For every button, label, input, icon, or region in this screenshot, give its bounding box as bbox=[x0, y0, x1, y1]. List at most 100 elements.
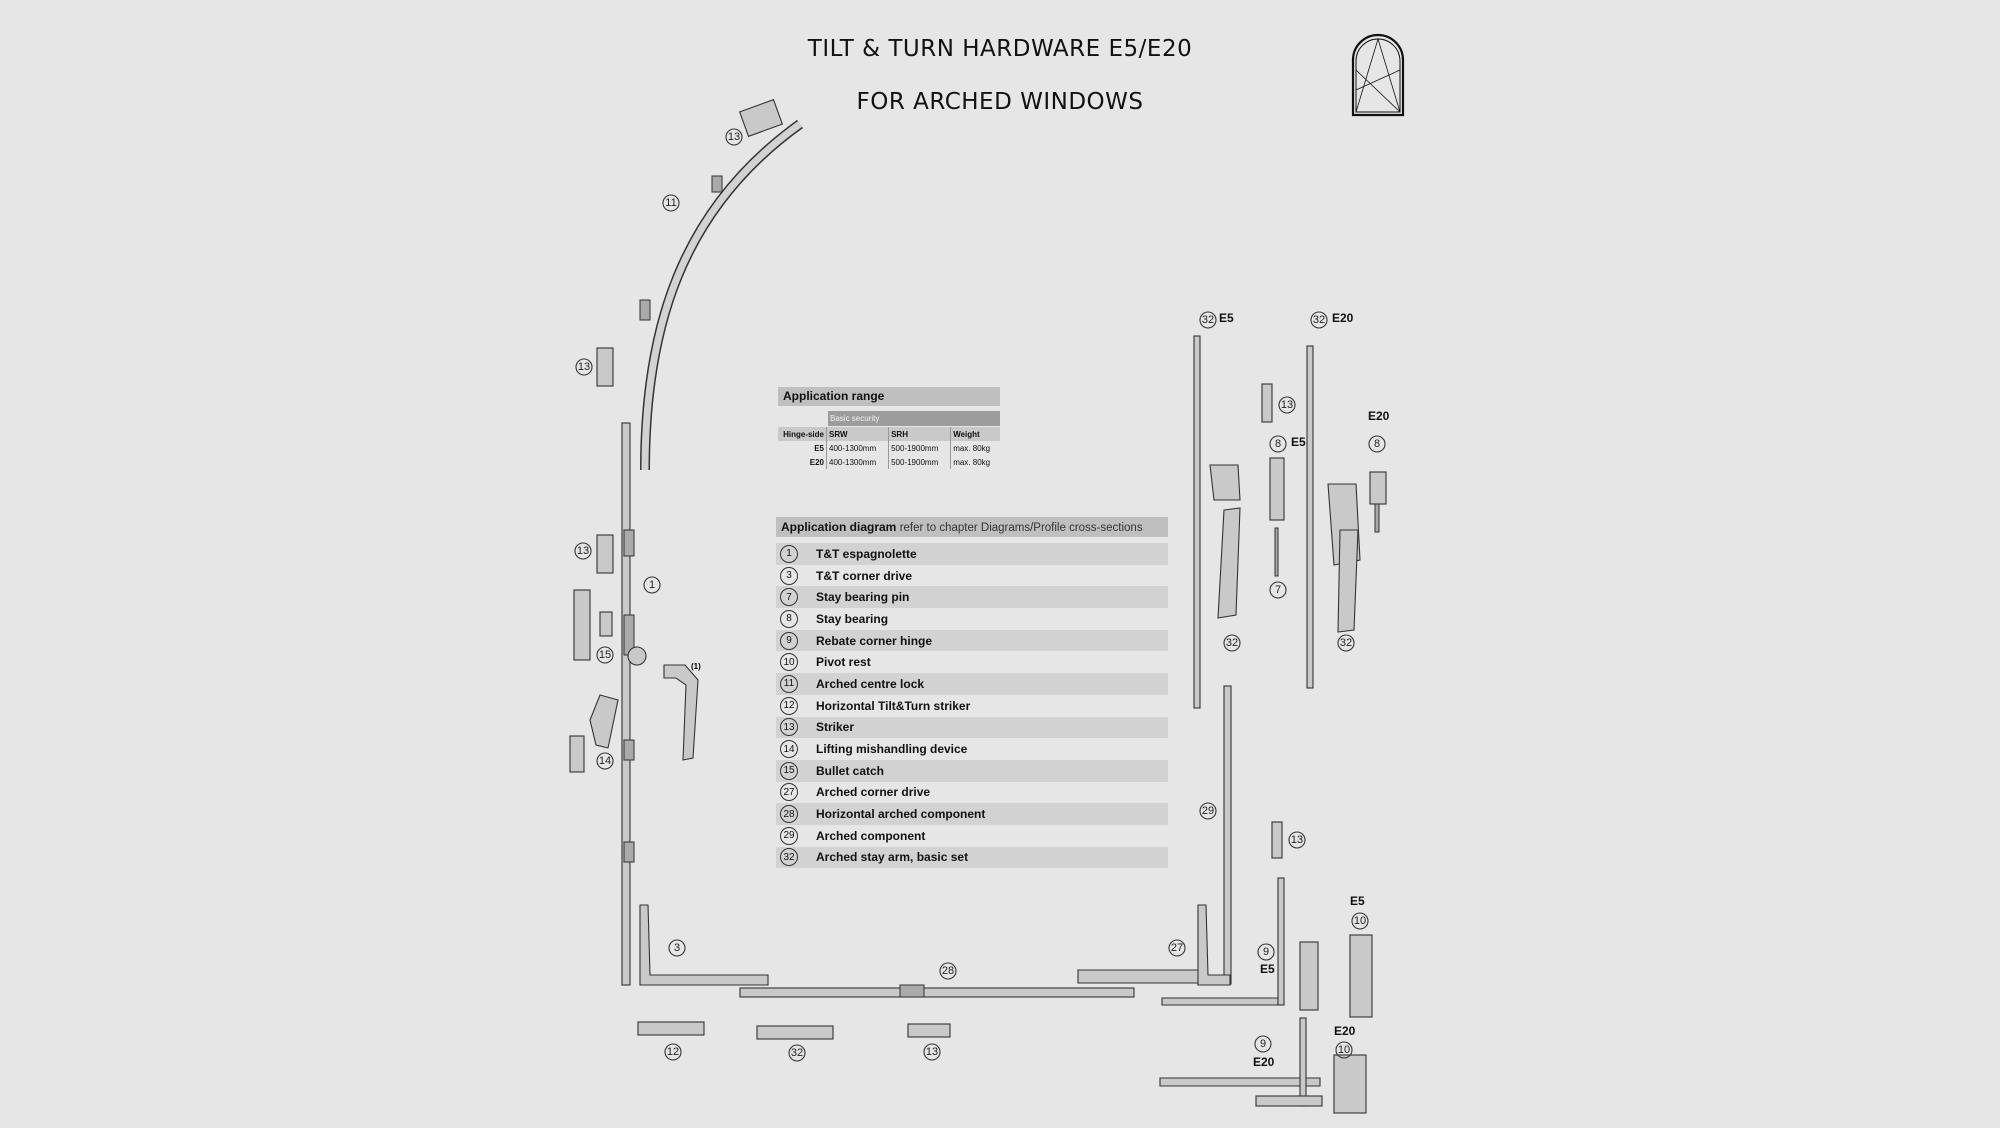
callout-29: 29 bbox=[1199, 802, 1217, 820]
callout-11: 11 bbox=[662, 194, 680, 212]
svg-text:15: 15 bbox=[599, 649, 611, 661]
table-row: E20 400-1300mm 500-1900mm max. 80kg bbox=[778, 455, 1000, 469]
svg-text:32: 32 bbox=[1313, 314, 1325, 326]
item-number-badge: 10 bbox=[780, 653, 798, 672]
item-number-badge: 29 bbox=[780, 826, 798, 845]
right-vertical-parts bbox=[1197, 685, 1283, 986]
list-item: 1 T&T espagnolette bbox=[776, 543, 1168, 565]
callout-14: 14 bbox=[596, 752, 614, 770]
label-e5-top: E5 bbox=[1219, 311, 1234, 325]
list-item: 27 Arched corner drive bbox=[776, 782, 1168, 804]
item-number-badge: 3 bbox=[780, 566, 798, 585]
svg-text:32: 32 bbox=[1202, 314, 1214, 326]
svg-text:12: 12 bbox=[667, 1046, 679, 1058]
callout-12: 12 bbox=[664, 1043, 682, 1061]
label-e20-pivot: E20 bbox=[1334, 1024, 1356, 1038]
item-label: Rebate corner hinge bbox=[816, 633, 933, 648]
svg-text:32: 32 bbox=[1226, 637, 1238, 649]
application-range-header: Application range bbox=[778, 387, 1000, 406]
svg-text:13: 13 bbox=[578, 361, 590, 373]
item-label: Stay bearing bbox=[816, 611, 889, 626]
svg-text:10: 10 bbox=[1338, 1044, 1350, 1056]
item-number-badge: 1 bbox=[780, 544, 798, 563]
stay-arm-e20 bbox=[1306, 345, 1387, 689]
col-srh: SRH bbox=[888, 427, 951, 441]
svg-text:8: 8 bbox=[1275, 438, 1281, 450]
list-item: 29 Arched component bbox=[776, 825, 1168, 847]
item-number-badge: 14 bbox=[780, 740, 798, 759]
callout-7: 7 bbox=[1269, 581, 1287, 599]
item-number-badge: 13 bbox=[780, 718, 798, 737]
list-item: 32 Arched stay arm, basic set bbox=[776, 846, 1168, 869]
callout-32-e20-mid: 32 bbox=[1337, 634, 1355, 652]
callout-13-bottom: 13 bbox=[923, 1043, 941, 1061]
svg-text:1: 1 bbox=[649, 579, 655, 591]
callout-1: 1 bbox=[643, 576, 661, 594]
label-e5-hinge: E5 bbox=[1260, 962, 1275, 976]
page-subtitle: FOR ARCHED WINDOWS bbox=[856, 89, 1144, 115]
svg-text:13: 13 bbox=[577, 545, 589, 557]
item-number-badge: 11 bbox=[780, 674, 798, 693]
item-number-badge: 27 bbox=[780, 783, 798, 802]
espagnolette-bar bbox=[621, 422, 635, 986]
application-diagram-note: refer to chapter Diagrams/Profile cross-… bbox=[899, 522, 1143, 534]
item-label: Arched corner drive bbox=[816, 785, 931, 800]
callout-32-e5-top: 32 bbox=[1199, 311, 1217, 329]
svg-text:14: 14 bbox=[599, 755, 611, 767]
callout-10-e20: 10 bbox=[1335, 1041, 1353, 1059]
svg-text:13: 13 bbox=[926, 1046, 938, 1058]
svg-text:32: 32 bbox=[791, 1047, 803, 1059]
item-label: Lifting mishandling device bbox=[816, 742, 968, 757]
item-number-badge: 28 bbox=[780, 805, 798, 824]
item-label: Arched stay arm, basic set bbox=[816, 850, 969, 865]
stay-arm-e5 bbox=[1193, 335, 1285, 709]
handle-note-label: (1) bbox=[691, 662, 701, 671]
page-title: TILT & TURN HARDWARE E5/E20 bbox=[807, 36, 1193, 62]
label-e5-pivot: E5 bbox=[1350, 894, 1365, 908]
item-number-badge: 32 bbox=[780, 848, 798, 867]
callout-13-left-upper: 13 bbox=[575, 358, 593, 376]
table-row: E5 400-1300mm 500-1900mm max. 80kg bbox=[778, 441, 1000, 455]
callout-8-e20: 8 bbox=[1368, 435, 1386, 453]
left-strikers bbox=[569, 347, 619, 773]
callout-13-left-mid: 13 bbox=[574, 542, 592, 560]
svg-text:9: 9 bbox=[1263, 946, 1269, 958]
item-label: Horizontal Tilt&Turn striker bbox=[816, 698, 971, 713]
callout-32-e20-top: 32 bbox=[1310, 311, 1328, 329]
arched-window-icon bbox=[1351, 33, 1405, 117]
col-weight: Weight bbox=[950, 427, 1000, 441]
item-label: Pivot rest bbox=[816, 655, 871, 670]
col-srw: SRW bbox=[825, 427, 889, 441]
list-item: 3 T&T corner drive bbox=[776, 565, 1168, 587]
application-range-table: Application range Basic security Hinge-s… bbox=[778, 387, 1000, 469]
svg-text:32: 32 bbox=[1340, 637, 1352, 649]
label-e5-stay-bearing: E5 bbox=[1291, 435, 1306, 449]
callout-32-e5-mid: 32 bbox=[1223, 634, 1241, 652]
svg-text:13: 13 bbox=[1281, 399, 1293, 411]
list-item: 10 Pivot rest bbox=[776, 651, 1168, 673]
item-label: Stay bearing pin bbox=[816, 590, 910, 605]
item-label: T&T corner drive bbox=[816, 568, 913, 583]
application-diagram-legend: Application diagram refer to chapter Dia… bbox=[776, 517, 1168, 869]
svg-text:28: 28 bbox=[942, 965, 954, 977]
item-label: T&T espagnolette bbox=[816, 546, 917, 561]
callout-3: 3 bbox=[668, 939, 686, 957]
item-label: Arched component bbox=[816, 828, 926, 843]
label-e20-top: E20 bbox=[1332, 311, 1354, 325]
application-diagram-title: Application diagram bbox=[781, 520, 897, 534]
callout-27: 27 bbox=[1168, 939, 1186, 957]
callout-13-right: 13 bbox=[1278, 396, 1296, 414]
svg-text:29: 29 bbox=[1202, 805, 1214, 817]
list-item: 12 Horizontal Tilt&Turn striker bbox=[776, 695, 1168, 717]
item-number-badge: 12 bbox=[780, 696, 798, 715]
callout-8-e5: 8 bbox=[1269, 435, 1287, 453]
svg-text:13: 13 bbox=[728, 131, 740, 143]
svg-text:10: 10 bbox=[1354, 915, 1366, 927]
